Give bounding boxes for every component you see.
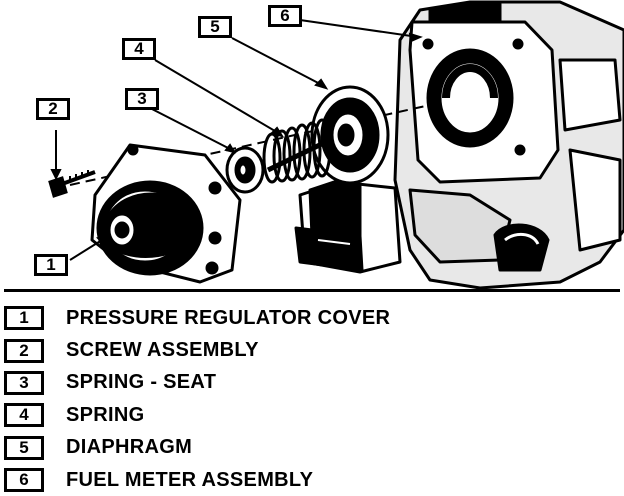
legend-item: 3 SPRING - SEAT: [4, 367, 604, 399]
callout-5: 5: [198, 16, 232, 38]
legend-item: 4 SPRING: [4, 399, 604, 431]
legend-number: 2: [4, 338, 44, 363]
exploded-view-illustration: [48, 0, 624, 290]
callout-1: 1: [34, 254, 68, 276]
legend-number: 6: [4, 468, 44, 493]
screw-assembly: [48, 170, 96, 198]
legend-label: DIAPHRAGM: [66, 436, 193, 459]
legend-number: 4: [4, 403, 44, 428]
legend-number: 3: [4, 370, 44, 395]
divider-line: [4, 289, 620, 292]
legend-number: 1: [4, 306, 44, 331]
leader-lines: [50, 19, 423, 261]
electrical-connector: [294, 178, 402, 274]
callout-4: 4: [122, 38, 156, 60]
legend-item: 2 SCREW ASSEMBLY: [4, 334, 604, 366]
pressure-regulator-cover: [90, 143, 242, 284]
legend-number: 5: [4, 435, 44, 460]
legend-item: 6 FUEL METER ASSEMBLY: [4, 464, 604, 496]
legend-label: SPRING: [66, 403, 145, 426]
legend-item: 1 PRESSURE REGULATOR COVER: [4, 302, 604, 334]
callout-6: 6: [268, 5, 302, 27]
callout-3: 3: [125, 88, 159, 110]
callout-2: 2: [36, 98, 70, 120]
legend-label: PRESSURE REGULATOR COVER: [66, 306, 391, 329]
diaphragm: [310, 85, 390, 185]
legend-label: FUEL METER ASSEMBLY: [66, 468, 314, 491]
legend-item: 5 DIAPHRAGM: [4, 432, 604, 464]
fuel-meter-assembly: [393, 0, 624, 290]
parts-legend: 1 PRESSURE REGULATOR COVER 2 SCREW ASSEM…: [4, 302, 604, 496]
legend-label: SPRING - SEAT: [66, 371, 217, 394]
legend-label: SCREW ASSEMBLY: [66, 339, 259, 362]
spring-seat: [225, 146, 265, 194]
